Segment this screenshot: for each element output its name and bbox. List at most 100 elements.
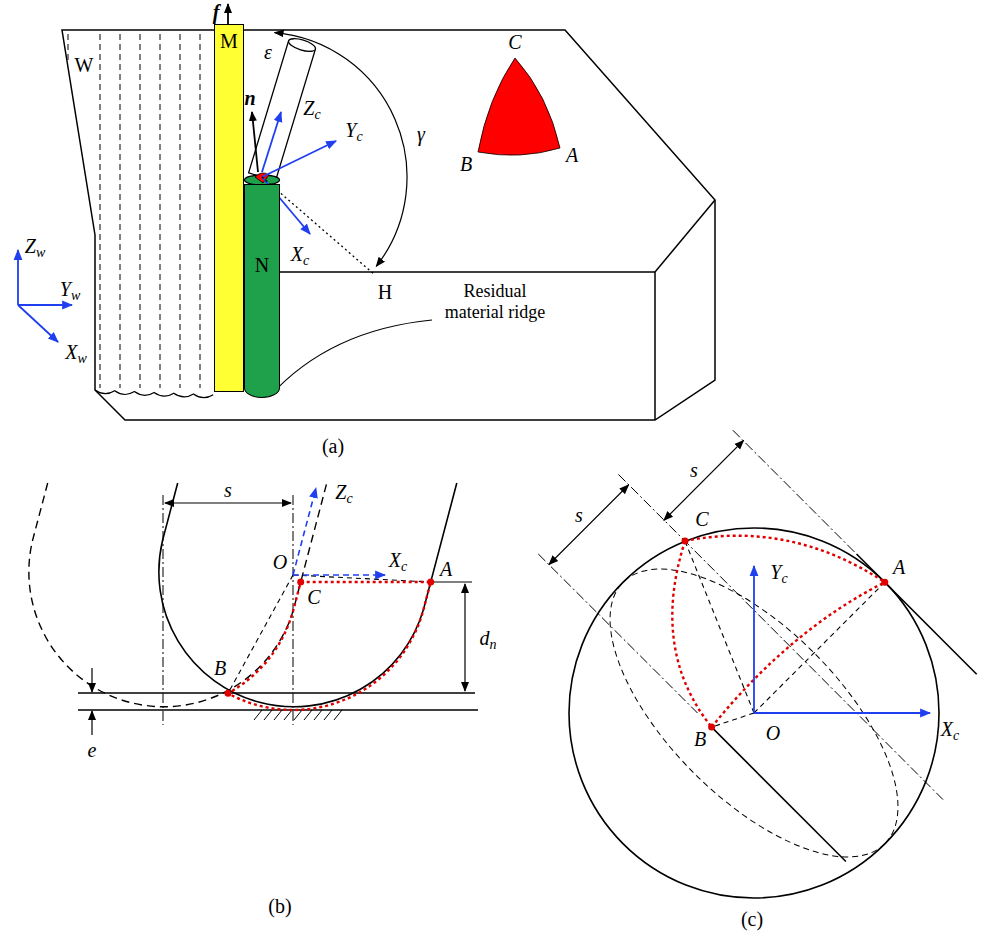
workpiece-axes (18, 250, 72, 342)
engagement-points (225, 690, 232, 697)
angle-label: ε (264, 42, 272, 62)
radius-lines (754, 582, 885, 713)
gamma-angle-arc (275, 33, 407, 267)
engagement-points (682, 538, 689, 545)
center-lines (163, 495, 164, 725)
engagement-points (297, 579, 304, 586)
callout-note: Residual material ridge (435, 281, 555, 322)
axis-label: Yc (345, 120, 362, 140)
point-label: B (694, 729, 706, 749)
projection-lines (857, 554, 977, 674)
panel-label: (b) (268, 896, 291, 916)
hidden-contour (563, 522, 945, 904)
projection-lines (538, 554, 697, 713)
surface-label: W (75, 55, 94, 75)
strip-label: M (215, 31, 243, 51)
radius-lines (685, 541, 885, 727)
point-label: C (508, 32, 521, 52)
axis-label: Zc (303, 98, 320, 118)
scallop-lines (160, 34, 161, 388)
point-label: A (440, 559, 452, 579)
angle-label: γ (417, 124, 425, 144)
engagement-boundary (228, 582, 431, 710)
scallop-lines (140, 34, 141, 388)
tool-frame-axes (293, 574, 385, 576)
point-label: A (566, 145, 578, 165)
dimension-line (91, 668, 92, 692)
engagement-boundary (712, 582, 885, 727)
point-label: C (307, 587, 320, 607)
point-label: B (460, 154, 472, 174)
point-label: O (766, 723, 780, 743)
axis-label: Xw (65, 342, 87, 362)
radius-lines (228, 575, 431, 693)
strip-label: N (245, 255, 279, 275)
axis-label: Zw (25, 236, 45, 256)
dimension-label: s (224, 480, 232, 500)
engagement-points (708, 724, 715, 731)
dimension-line (549, 485, 629, 565)
surface-lines (78, 693, 478, 720)
engagement-region (478, 58, 560, 155)
vector-label: f (213, 2, 220, 22)
scallop-lines (100, 34, 101, 388)
previous-tool-profile (29, 483, 327, 707)
center-lines (163, 495, 293, 725)
dimension-line (464, 584, 465, 691)
point-label: O (273, 552, 287, 572)
dimension-label: s (575, 505, 583, 525)
workpiece-axes (18, 304, 72, 306)
previous-tool-profile (29, 483, 327, 707)
projection-lines (538, 430, 943, 799)
dimension-label: e (88, 740, 97, 760)
point-label: A (893, 557, 905, 577)
tool-ball-circle (569, 528, 939, 898)
dimension-label: dn (480, 628, 497, 648)
tool-frame-axes (262, 112, 281, 172)
dimension-line (91, 711, 92, 735)
point-label: C (695, 509, 708, 529)
axis-label: Xc (389, 550, 407, 570)
axis-label: Yw (60, 279, 80, 299)
dimension-line (549, 440, 744, 564)
panel-label: (a) (322, 436, 344, 456)
scallop-lines (180, 34, 181, 388)
scallop-lines (200, 34, 201, 388)
tool-frame-axes (262, 141, 336, 177)
axis-label: Xc (941, 719, 959, 739)
radius-lines (228, 575, 293, 693)
dimension-line (165, 502, 291, 503)
surface-lines (78, 692, 475, 693)
radius-lines (712, 713, 754, 727)
workpiece-axes (18, 305, 58, 342)
machined-strip: M (214, 24, 244, 392)
axis-label: Xc (291, 244, 309, 264)
dimension-line (92, 582, 472, 735)
tool-frame-axes (754, 712, 930, 714)
engagement-points (881, 579, 888, 586)
workpiece-block (278, 272, 655, 420)
tool-frame-axes (754, 566, 930, 713)
engagement-boundary (672, 541, 711, 727)
scallop-lines (68, 34, 69, 64)
workpiece-block (62, 30, 715, 420)
leader-line (270, 320, 432, 396)
engagement-boundary (672, 536, 884, 727)
cutting-strip: N (244, 184, 280, 398)
scallop-lines (68, 34, 200, 388)
cutting-tool (249, 41, 316, 181)
point-label: B (214, 658, 226, 678)
tool-profile (159, 483, 457, 707)
projection-lines (712, 554, 977, 862)
tool-frame-axes (753, 566, 755, 713)
scallop-lines (120, 34, 121, 388)
feed-arrow (227, 4, 229, 24)
workpiece-block (655, 200, 715, 272)
cutting-tool (287, 36, 317, 54)
engagement-points (225, 579, 435, 697)
vector-label: n (244, 88, 255, 108)
axis-label: Zc (335, 482, 352, 502)
normal-arrow (252, 112, 258, 172)
